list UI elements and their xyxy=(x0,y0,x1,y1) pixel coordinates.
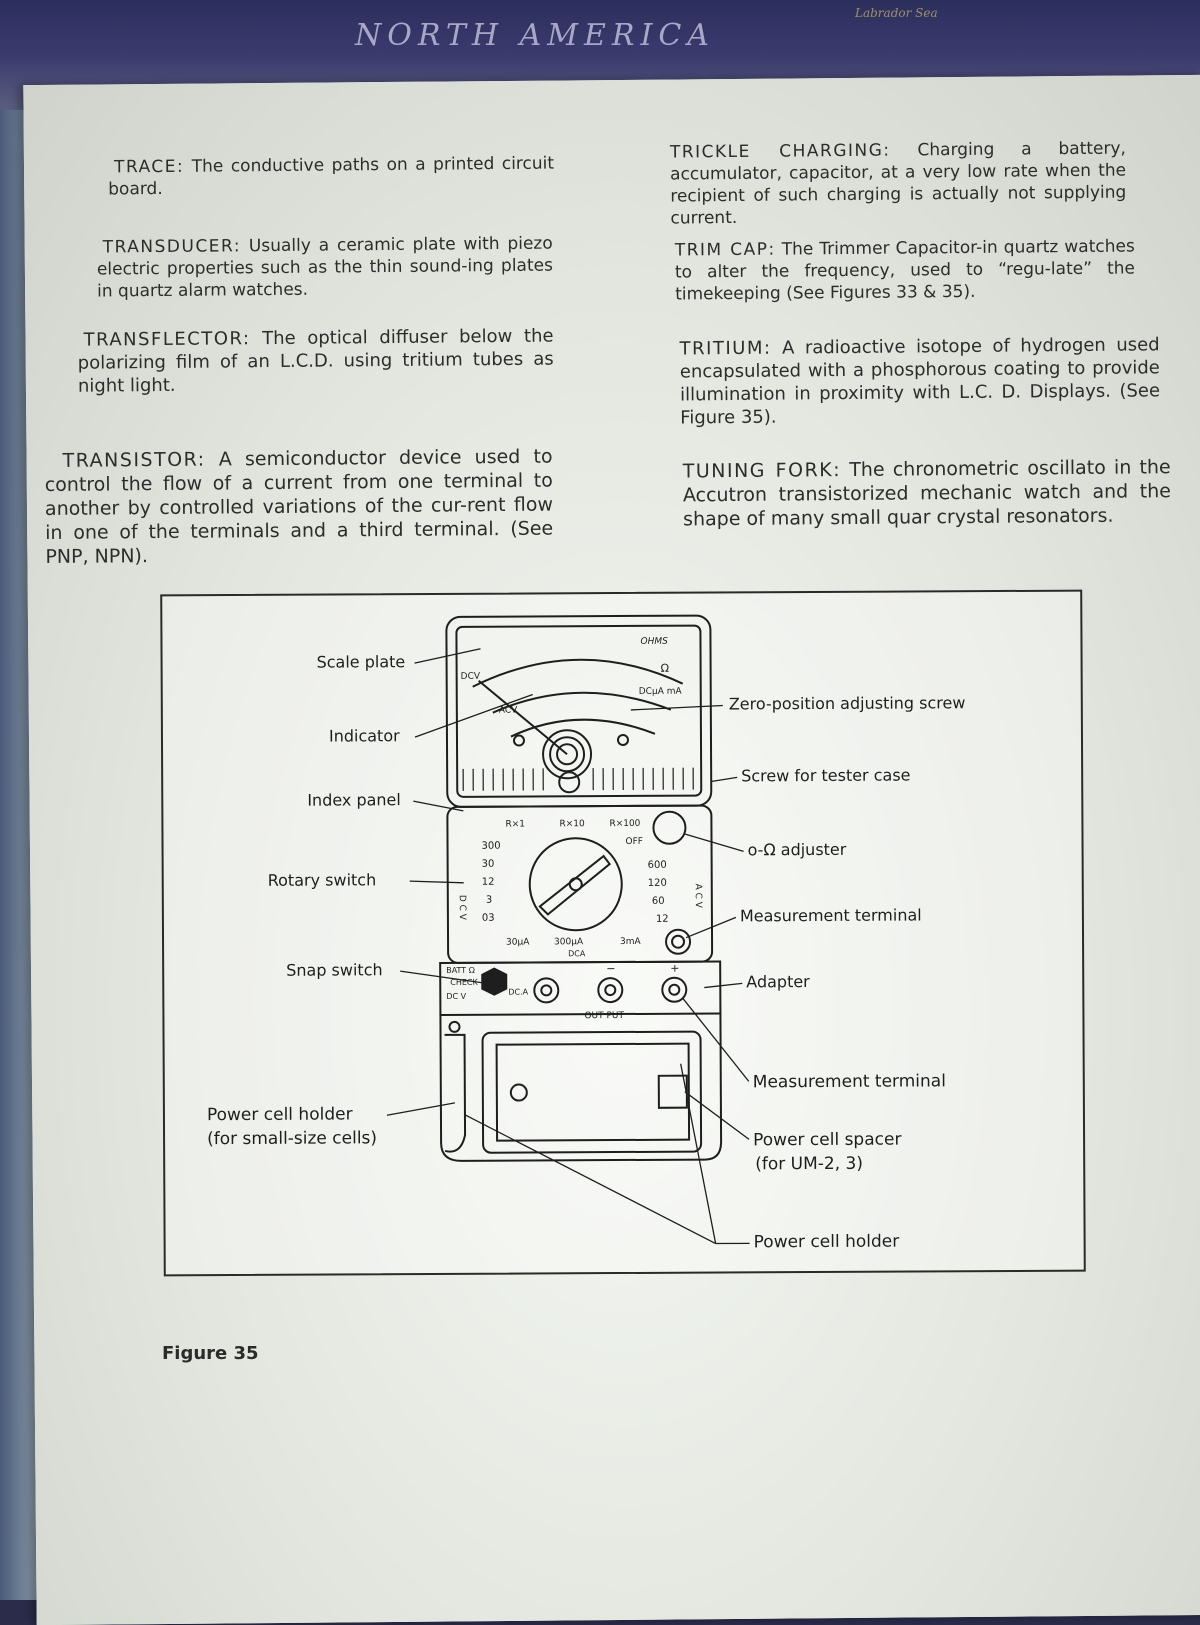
tester-diagram: Scale plate Indicator Index panel Rotary… xyxy=(162,592,1084,1275)
map-title: NORTH AMERICA xyxy=(355,18,715,53)
term-trim-cap: TRIM CAP: xyxy=(675,240,776,261)
meter-acv-60: 60 xyxy=(652,896,665,907)
meter-off: OFF xyxy=(625,837,642,847)
label-screw-case: Screw for tester case xyxy=(741,765,910,785)
label-power-cell-holder-small-2: (for small-size cells) xyxy=(207,1128,377,1149)
label-spacer-2: (for UM-2, 3) xyxy=(755,1154,863,1175)
figure-35-frame: Scale plate Indicator Index panel Rotary… xyxy=(160,590,1086,1277)
meter-dcv-300: 300 xyxy=(482,841,501,852)
meter-acv-side: A C V xyxy=(693,884,703,909)
entry-transflector: TRANSFLECTOR: The optical diffuser below… xyxy=(77,325,554,398)
label-ohm-adjuster: o-Ω adjuster xyxy=(748,840,847,860)
label-measurement-terminal-1: Measurement terminal xyxy=(740,905,922,925)
entry-tritium: TRITIUM: A radioactive isotope of hydrog… xyxy=(680,333,1161,429)
entry-trickle-charging: TRICKLE CHARGING: Charging a battery, ac… xyxy=(670,138,1127,230)
label-adapter: Adapter xyxy=(746,972,810,991)
meter-dca: DCA xyxy=(568,949,586,958)
tester-body xyxy=(438,615,721,1160)
meter-acv-120: 120 xyxy=(648,878,667,889)
meter-omega: Ω xyxy=(661,662,669,675)
meter-acv-600: 600 xyxy=(648,860,667,871)
meter-rx1: R×1 xyxy=(505,820,525,830)
meter-dcv-03: 03 xyxy=(482,913,495,924)
term-trace: TRACE: xyxy=(114,157,184,178)
meter-markings: OHMS Ω DCV ACV DCμA mA R×1 R×10 R×100 OF… xyxy=(444,637,703,1022)
meter-300ua: 300μA xyxy=(554,937,584,947)
meter-rx10: R×10 xyxy=(559,819,585,829)
meter-output: OUT PUT xyxy=(584,1011,624,1021)
label-index-panel: Index panel xyxy=(307,790,401,809)
meter-ohms: OHMS xyxy=(640,637,668,647)
meter-plus: + xyxy=(670,962,679,975)
meter-30ua: 30μA xyxy=(506,937,530,947)
meter-acv-12: 12 xyxy=(656,914,669,925)
label-power-cell-holder-small-1: Power cell holder xyxy=(207,1104,353,1125)
label-rotary-switch: Rotary switch xyxy=(268,870,377,890)
label-spacer-1: Power cell spacer xyxy=(753,1130,901,1151)
entry-transistor: TRANSISTOR: A semiconductor device used … xyxy=(44,445,553,569)
term-transducer: TRANSDUCER: xyxy=(103,236,241,257)
term-trickle-charging: TRICKLE CHARGING: xyxy=(670,141,891,163)
entry-transducer: TRANSDUCER: Usually a ceramic plate with… xyxy=(97,233,554,303)
figure-caption: Figure 35 xyxy=(162,1343,259,1364)
entry-trace: TRACE: The conductive paths on a printed… xyxy=(108,153,554,201)
label-snap-switch: Snap switch xyxy=(286,960,383,980)
meter-minus: − xyxy=(606,962,615,975)
entry-tuning-fork: TUNING FORK: The chronometric oscillato … xyxy=(683,455,1172,531)
meter-dcv: DCV xyxy=(461,672,481,682)
label-scale-plate: Scale plate xyxy=(317,652,406,671)
meter-rx100: R×100 xyxy=(609,819,640,829)
meter-batt: BATT Ω xyxy=(446,966,475,975)
meter-3ma: 3mA xyxy=(620,937,642,947)
meter-dcv-30: 30 xyxy=(482,859,495,870)
meter-dcv-12: 12 xyxy=(482,877,495,888)
label-indicator: Indicator xyxy=(329,726,400,745)
label-measurement-terminal-2: Measurement terminal xyxy=(753,1071,946,1092)
term-transistor: TRANSISTOR: xyxy=(62,449,205,472)
label-zero-screw: Zero-position adjusting screw xyxy=(729,693,966,713)
term-transflector: TRANSFLECTOR: xyxy=(83,328,250,350)
meter-dcv-small: DC V xyxy=(446,992,466,1001)
meter-dcv-side: D C V xyxy=(457,895,467,921)
term-tritium: TRITIUM: xyxy=(680,338,772,360)
meter-dcma: DCμA mA xyxy=(639,687,683,697)
meter-dcv-3: 3 xyxy=(486,895,492,906)
entry-trim-cap: TRIM CAP: The Trimmer Capacitor-in quart… xyxy=(675,235,1136,305)
map-sea-label: Labrador Sea xyxy=(855,6,938,20)
term-tuning-fork: TUNING FORK: xyxy=(683,459,842,482)
meter-acv: ACV xyxy=(499,706,518,716)
meter-dca-small: DC.A xyxy=(508,987,528,996)
label-power-cell-holder: Power cell holder xyxy=(754,1232,900,1253)
